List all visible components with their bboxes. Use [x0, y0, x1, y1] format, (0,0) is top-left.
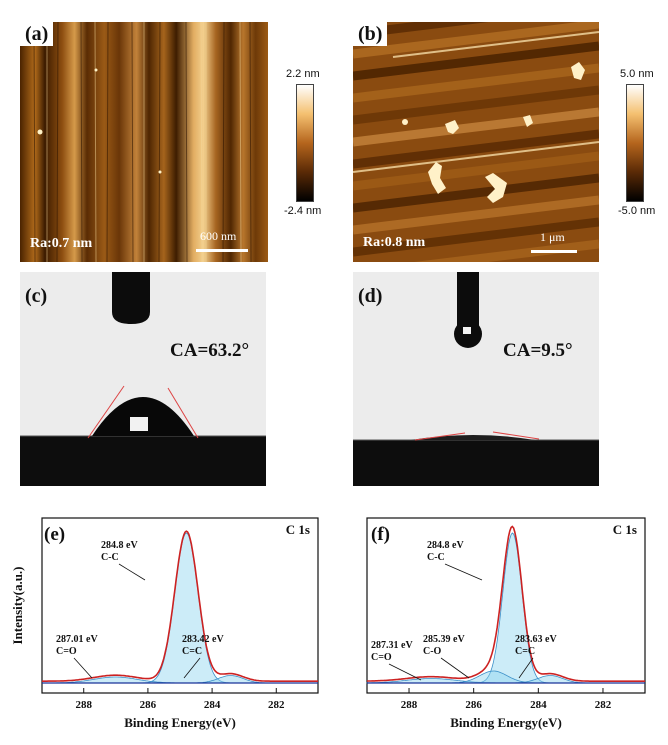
panel-label-d: (d): [358, 285, 383, 307]
colorbar-a: [296, 84, 314, 202]
scale-label-a: 600 nm: [200, 229, 237, 243]
x-tick-label: 282: [268, 699, 285, 711]
scale-label-b: 1 μm: [540, 230, 565, 244]
contact-angle-image-d: (d) CA=9.5°: [353, 272, 599, 486]
contact-angle-d: CA=9.5°: [503, 340, 573, 361]
roughness-label-b: Ra:0.8 nm: [363, 235, 426, 250]
x-tick-label: 286: [465, 699, 482, 711]
x-tick-label: 286: [140, 699, 157, 711]
x-tick-label: 288: [75, 699, 92, 711]
annotation-arrow: [183, 657, 201, 679]
colorbar-max-b: 5.0 nm: [620, 68, 654, 80]
annotation-arrow: [73, 657, 93, 679]
fit-envelope: [367, 525, 645, 682]
afm-topography-a: [20, 22, 268, 262]
peak-energy-label: 283.42 eV: [182, 634, 224, 645]
peak-bond-label: C=O: [371, 652, 392, 663]
scale-bar-b: [531, 250, 577, 253]
peak-bond-label: C=O: [56, 646, 77, 657]
x-tick-label: 284: [530, 699, 547, 711]
colorbar-max-a: 2.2 nm: [286, 68, 320, 80]
x-axis-title: Binding Energy(eV): [450, 715, 562, 730]
contact-angle-image-c: (c) CA=63.2°: [20, 272, 266, 486]
peak-energy-label: 284.8 eV: [101, 540, 138, 551]
droplet-photo-c: [20, 272, 266, 486]
peak-bond-label: C=C: [515, 646, 535, 657]
annotation-arrow: [518, 657, 534, 679]
afm-image-b: (b) Ra:0.8 nm 1 μm: [353, 22, 599, 262]
annotation-arrow: [118, 563, 146, 581]
x-tick-label: 284: [204, 699, 221, 711]
peak-bond-label: C=C: [182, 646, 202, 657]
scale-bar-a: [196, 249, 248, 252]
panel-label-b: (b): [353, 22, 388, 46]
y-axis-title: Intensity(a.u.): [10, 566, 25, 644]
x-tick-label: 288: [401, 699, 418, 711]
afm-image-a: (a) Ra:0.7 nm 600 nm: [20, 22, 268, 262]
colorbar-min-a: -2.4 nm: [284, 205, 322, 217]
colorbar-min-b: -5.0 nm: [618, 205, 656, 217]
panel-label-a: (a): [20, 22, 54, 46]
contact-angle-c: CA=63.2°: [170, 340, 250, 361]
peak-energy-label: 284.8 eV: [427, 540, 464, 551]
peak-energy-label: 287.31 eV: [371, 640, 413, 651]
peak-energy-label: 283.63 eV: [515, 634, 557, 645]
peak-bond-label: C-O: [423, 646, 442, 657]
droplet-photo-d: [353, 272, 599, 486]
fit-envelope: [42, 530, 318, 682]
panel-label-c: (c): [25, 285, 48, 307]
peak-energy-label: 285.39 eV: [423, 634, 465, 645]
peak-energy-label: 287.01 eV: [56, 634, 98, 645]
plot-frame: [41, 517, 319, 694]
chart-title: C 1s: [286, 522, 310, 537]
chart-title: C 1s: [613, 522, 637, 537]
colorbar-b: [626, 84, 644, 202]
annotation-arrow: [388, 663, 422, 681]
roughness-label-a: Ra:0.7 nm: [30, 236, 93, 251]
peak-bond-label: C-C: [427, 552, 445, 563]
panel-label: (e): [44, 524, 65, 545]
peak-bond-label: C-C: [101, 552, 119, 563]
plot-frame: [366, 517, 646, 694]
panel-label: (f): [371, 524, 390, 545]
annotation-arrow: [440, 657, 470, 679]
annotation-arrow: [444, 563, 483, 581]
afm-topography-b: [353, 22, 599, 262]
x-axis-title: Binding Energy(eV): [124, 715, 236, 730]
x-tick-label: 282: [595, 699, 612, 711]
